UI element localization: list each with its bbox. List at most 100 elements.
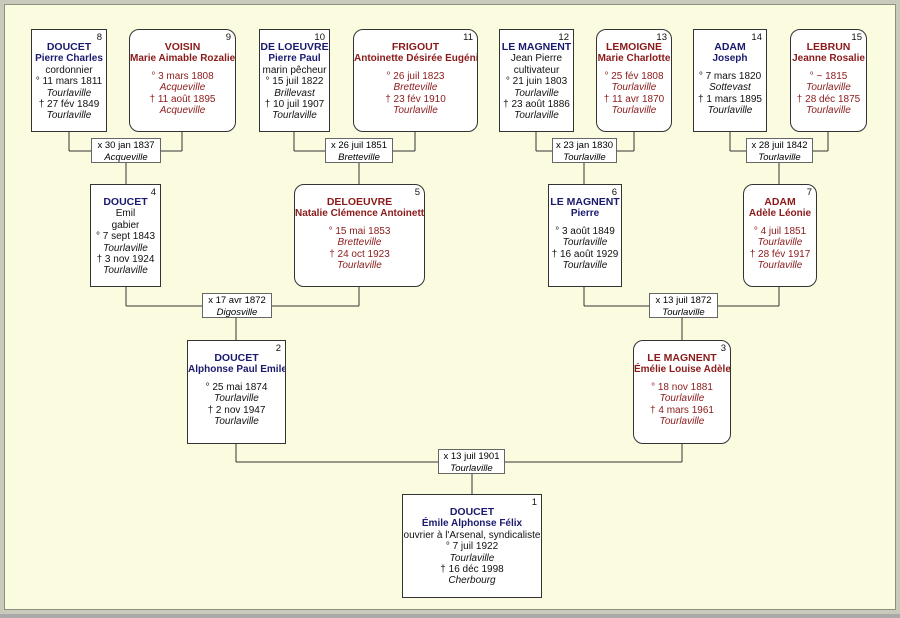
marriage-8-9[interactable]: x 30 jan 1837 Acqueville [91,138,161,163]
birth-date: ° 11 mars 1811 [35,76,103,88]
given-names: Adèle Léonie [748,208,812,220]
occupation: marin pêcheur [262,64,327,76]
marriage-place: Bretteville [338,151,380,163]
birth-date: ° 3 août 1849 [555,225,615,237]
person-12[interactable]: 12 LE MAGNENT Jean Pierre cultivateur ° … [499,29,574,132]
sosa-number: 7 [806,187,812,198]
birth-place: Bretteville [337,237,382,249]
marriage-12-13[interactable]: x 23 jan 1830 Tourlaville [552,138,617,163]
marriage-date: x 13 juil 1872 [655,295,712,306]
birth-date: ° 7 mars 1820 [698,70,762,82]
birth-place: Brillevast [274,87,315,99]
given-names: Jean Pierre [510,53,563,65]
surname: LEMOIGNE [605,41,662,53]
birth-place: Tourlaville [659,393,705,405]
given-names: Antoinette Désirée Eugénie [354,53,478,65]
death-date: † 3 nov 1924 [96,254,155,266]
marriage-2-3[interactable]: x 13 juil 1901 Tourlaville [438,449,505,474]
birth-place: Tourlaville [449,552,495,564]
surname: DELOEUVRE [326,196,393,208]
death-date: † 28 déc 1875 [796,93,861,105]
birth-place: Acqueville [159,82,206,94]
person-8[interactable]: 8 DOUCET Pierre Charles cordonnier ° 11 … [31,29,107,132]
given-names: Natalie Clémence Antoinette [295,208,425,220]
sosa-number: 4 [150,187,156,198]
given-names: Emil [115,208,136,220]
surname: DOUCET [103,196,148,208]
person-15[interactable]: 15 LEBRUN Jeanne Rosalie ° ~ 1815 Tourla… [790,29,867,132]
given-names: Pierre Charles [35,53,103,65]
sosa-number: 14 [751,32,762,43]
death-place: Tourlaville [337,260,382,272]
marriage-4-5[interactable]: x 17 avr 1872 Digosville [202,293,272,318]
death-date: † 27 fév 1849 [38,99,100,111]
death-date: † 10 juil 1907 [264,99,325,111]
sosa-number: 8 [96,32,102,43]
marriage-14-15[interactable]: x 28 juil 1842 Tourlaville [746,138,813,163]
death-place: Tourlaville [659,416,705,428]
occupation: gabier [111,219,140,231]
birth-place: Tourlaville [46,87,92,99]
birth-date: ° 21 juin 1803 [505,76,568,88]
marriage-6-7[interactable]: x 13 juil 1872 Tourlaville [649,293,718,318]
sosa-number: 6 [611,187,617,198]
surname: ADAM [714,41,746,53]
death-place: Tourlaville [514,110,559,122]
person-6[interactable]: 6 LE MAGNENT Pierre ° 3 août 1849 Tourla… [548,184,622,287]
marriage-date: x 13 juil 1901 [443,451,500,462]
given-names: Jeanne Rosalie [792,53,865,65]
surname: FRIGOUT [391,41,440,53]
surname: DOUCET [214,352,259,364]
surname: LE MAGNENT [501,41,572,53]
surname: ADAM [764,196,796,208]
person-1[interactable]: 1 DOUCET Émile Alphonse Félix ouvrier à … [402,494,542,598]
person-2[interactable]: 2 DOUCET Alphonse Paul Emile ° 25 mai 18… [187,340,286,444]
person-10[interactable]: 10 DE LOEUVRE Pierre Paul marin pêcheur … [259,29,330,132]
death-date: † 4 mars 1961 [650,404,714,416]
given-names: Émélie Louise Adèle [634,364,731,376]
birth-date: ° 25 mai 1874 [205,381,268,393]
given-names: Joseph [712,53,748,65]
sosa-number: 5 [414,187,420,198]
given-names: Pierre [570,208,600,220]
death-date: † 23 août 1886 [503,99,570,111]
death-place: Cherbourg [448,575,496,587]
sosa-number: 11 [463,32,473,43]
person-3[interactable]: 3 LE MAGNENT Émélie Louise Adèle ° 18 no… [633,340,731,444]
given-names: Émile Alphonse Félix [421,518,523,530]
death-place: Tourlaville [562,260,608,272]
birth-date: ° 7 juil 1922 [445,541,499,553]
marriage-place: Tourlaville [758,151,801,163]
sosa-number: 9 [225,32,231,43]
death-date: † 28 fév 1917 [749,248,811,260]
person-14[interactable]: 14 ADAM Joseph ° 7 mars 1820 Sottevast †… [693,29,767,132]
sosa-number: 13 [656,32,667,43]
person-13[interactable]: 13 LEMOIGNE Marie Charlotte ° 25 fév 180… [596,29,672,132]
marriage-date: x 28 juil 1842 [751,140,808,151]
death-place: Tourlaville [46,110,92,122]
person-7[interactable]: 7 ADAM Adèle Léonie ° 4 juil 1851 Tourla… [743,184,817,287]
person-5[interactable]: 5 DELOEUVRE Natalie Clémence Antoinette … [294,184,425,287]
marriage-date: x 30 jan 1837 [97,140,155,151]
death-place: Tourlaville [806,105,851,117]
given-names: Alphonse Paul Emile [188,364,286,376]
person-11[interactable]: 11 FRIGOUT Antoinette Désirée Eugénie ° … [353,29,478,132]
birth-place: Bretteville [393,82,438,94]
birth-place: Tourlaville [514,87,559,99]
surname: LEBRUN [806,41,851,53]
surname: DOUCET [449,506,495,518]
marriage-10-11[interactable]: x 26 juil 1851 Bretteville [325,138,393,163]
marriage-place: Tourlaville [563,151,606,163]
person-4[interactable]: 4 DOUCET Emil gabier ° 7 sept 1843 Tourl… [90,184,161,287]
marriage-date: x 26 juil 1851 [331,140,387,151]
occupation: cordonnier [45,64,93,76]
death-place: Tourlaville [393,105,438,117]
birth-date: ° 25 fév 1808 [604,70,664,82]
sosa-number: 10 [314,32,325,43]
birth-place: Tourlaville [806,82,851,94]
surname: LE MAGNENT [550,196,620,208]
sosa-number: 15 [851,32,862,43]
birth-place: Tourlaville [562,237,608,249]
death-place: Tourlaville [757,260,803,272]
person-9[interactable]: 9 VOISIN Marie Aimable Rozalie ° 3 mars … [129,29,236,132]
